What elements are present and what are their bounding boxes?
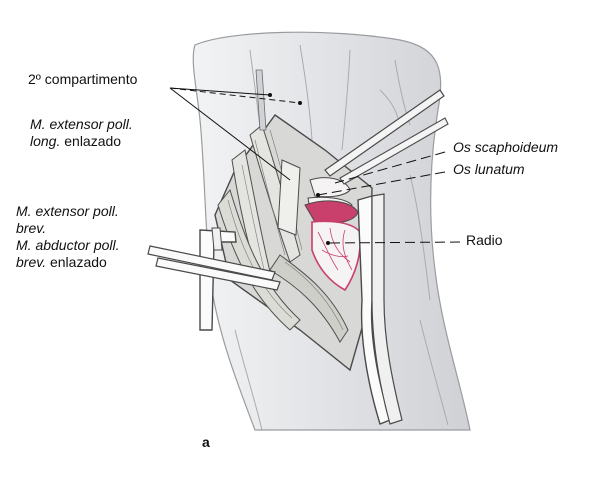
- leader-compartment-2: [169, 87, 301, 104]
- label-radius: Radio: [466, 232, 503, 248]
- leader-scaphoid: [334, 151, 446, 184]
- retractor-right-outer: [371, 193, 403, 425]
- leader-endpoints: [268, 93, 330, 245]
- label-epl-line2-rest: enlazado: [60, 133, 122, 149]
- leader-lunate: [317, 171, 446, 196]
- leader-radius: [329, 241, 461, 244]
- leader-compartment-1: [169, 87, 271, 96]
- label-epl-line2-italic: long.: [30, 133, 61, 149]
- scaphoid-bone: [309, 177, 351, 198]
- label-lunate: Os lunatum: [453, 161, 525, 177]
- retinaculum-band: [277, 159, 301, 236]
- label-epb-line2: brev.: [16, 220, 47, 236]
- radius-bone: [311, 220, 362, 292]
- sling-top-right-2: [339, 117, 449, 185]
- label-second-compartment: 2º compartimento: [28, 71, 138, 87]
- sling-top-right: [324, 89, 445, 177]
- label-scaphoid: Os scaphoideum: [453, 139, 559, 155]
- label-epl: M. extensor poll. long. enlazado: [30, 116, 133, 150]
- skin-shading: [234, 44, 449, 431]
- figure-panel-letter: a: [202, 434, 210, 450]
- label-epb-apb: M. extensor poll. brev. M. abductor poll…: [16, 203, 120, 271]
- label-epl-line1: M. extensor poll.: [30, 116, 133, 132]
- vein-top: [255, 69, 267, 131]
- label-apb-line2-italic: brev.: [16, 254, 47, 270]
- label-apb-line2-rest: enlazado: [46, 254, 107, 270]
- leader-lines: [169, 87, 461, 244]
- tendon-slings: [147, 245, 281, 291]
- retractor-left-blade: [211, 227, 223, 251]
- leader-compartment-3: [169, 87, 291, 181]
- label-apb-line1: M. abductor poll.: [16, 237, 120, 253]
- radius-vessels: [317, 227, 353, 271]
- label-epb-line1: M. extensor poll.: [16, 203, 119, 219]
